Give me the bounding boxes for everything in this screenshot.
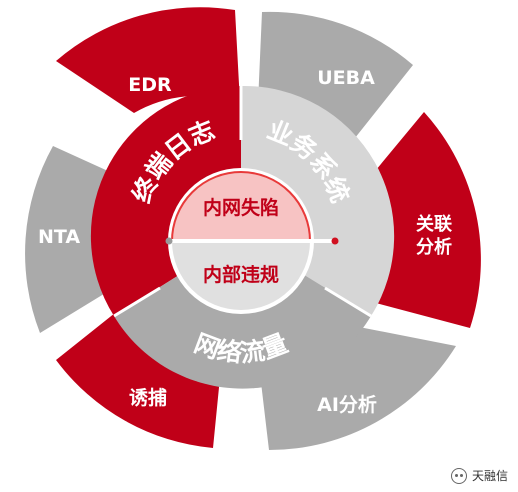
petal-edr: [56, 7, 240, 114]
label-ueba: UEBA: [317, 67, 375, 89]
center-bottom-label: 内部违规: [203, 263, 279, 286]
divider-left: [113, 286, 161, 318]
petal-nta: [25, 146, 120, 333]
label-correlation-1: 关联: [416, 213, 452, 235]
center-top-label: 内网失陷: [203, 196, 279, 219]
label-nta: NTA: [38, 226, 80, 248]
petal-honeypot: [56, 305, 222, 448]
label-edr: EDR: [128, 74, 172, 96]
label-ai-analysis: AI分析: [317, 393, 377, 416]
petal-correlation: [371, 112, 481, 328]
watermark-text: 天融信: [471, 469, 508, 483]
label-honeypot: 诱捕: [129, 386, 167, 409]
inner-bottom-half: [172, 241, 310, 310]
petal-ueba: [258, 11, 413, 143]
label-correlation-2: 分析: [416, 236, 452, 258]
inner-red-arc: [171, 171, 311, 242]
wechat-icon: [450, 467, 467, 484]
divider-dot-right: [331, 237, 339, 245]
inner-top-half: [172, 172, 310, 241]
watermark: 天融信: [450, 467, 508, 484]
divider-dot-left: [165, 237, 173, 245]
divider-right: [324, 286, 372, 318]
